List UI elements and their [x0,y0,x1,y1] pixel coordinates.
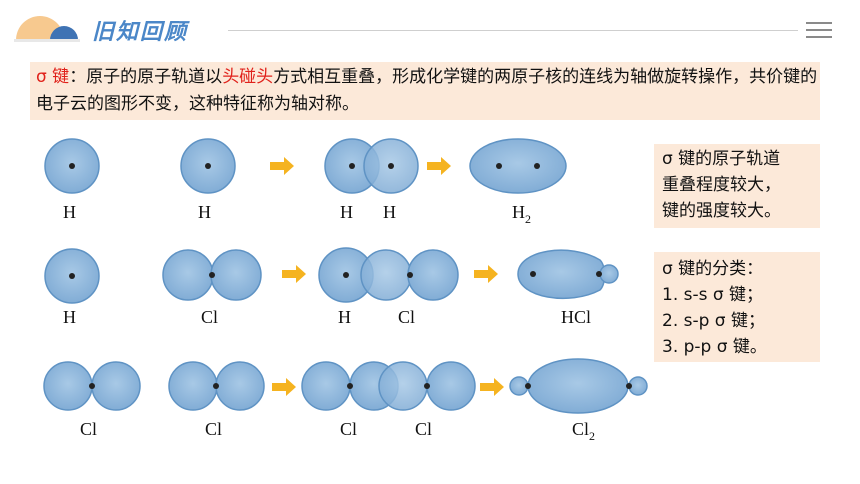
classification-item: 1. s-s σ 键； [662,285,764,305]
atom-label: Cl [80,419,97,439]
arrow-icon [427,157,451,175]
cl-p-orbital-right-lobe [91,361,141,411]
sigma-classification-box: σ 键的分类： 1. s-s σ 键； 2. s-p σ 键； 3. p-p σ… [654,252,820,362]
sigma-term: σ 键 [36,67,70,87]
hcl-small-lobe [599,264,619,284]
cl-p-orbital-left-lobe [162,249,214,301]
arrow-icon [282,265,306,283]
arrow-icon [474,265,498,283]
atom-label: H [340,202,353,222]
atom-label: Cl [201,307,218,327]
atom-label: Cl [398,307,415,327]
atom-label: H [63,202,76,222]
atom-label: H [198,202,211,222]
atom-label: Cl [415,419,432,439]
atom-label: H [63,307,76,327]
molecule-label: H2 [512,202,531,226]
atom-label: Cl [340,419,357,439]
page-title: 旧知回顾 [92,20,189,45]
molecule-label: HCl [561,307,591,327]
cl-p-orbital-right-lobe [426,361,476,411]
molecule-label: Cl2 [572,419,595,443]
cl-p-orbital-left-lobe [168,361,218,411]
cl-p-orbital-right-lobe [407,249,459,301]
definition-part1: ：原子的原子轨道以 [69,67,223,87]
cl-p-orbital-left-lobe [378,361,428,411]
arrow-icon [270,157,294,175]
note-line: 键的强度较大。 [662,201,781,221]
cl2-sigma-orbital [527,358,629,414]
classification-item: 2. s-p σ 键； [662,311,765,331]
cl-p-orbital-left-lobe [360,249,412,301]
header-logo-icon [14,16,80,42]
menu-icon[interactable] [806,20,832,40]
definition-part2: 方式相互重叠，形成化学键的两原子核的连线为轴做旋转操作，共价键的电子云的图形不变… [36,67,818,114]
h2-sigma-orbital [469,138,567,194]
head-to-head-term: 头碰头 [222,67,274,87]
arrow-icon [480,378,504,396]
definition-box [30,62,820,120]
cl-p-orbital-left-lobe [43,361,93,411]
header-divider [228,30,798,31]
note-line: σ 键的原子轨道 [662,149,781,169]
definition-text: σ 键：原子的原子轨道以头碰头方式相互重叠，形成化学键的两原子核的连线为轴做旋转… [36,64,820,118]
atom-label: H [383,202,396,222]
classification-item: 3. p-p σ 键。 [662,337,767,357]
cl-p-orbital-right-lobe [215,361,265,411]
cl-p-orbital-right-lobe [210,249,262,301]
note-line: 重叠程度较大， [662,175,781,195]
cl-p-orbital-left-lobe [301,361,351,411]
classification-title: σ 键的分类： [662,259,764,279]
bond-strength-note: σ 键的原子轨道 重叠程度较大， 键的强度较大。 [654,144,820,228]
arrow-icon [272,378,296,396]
atom-label: Cl [205,419,222,439]
atom-label: H [338,307,351,327]
